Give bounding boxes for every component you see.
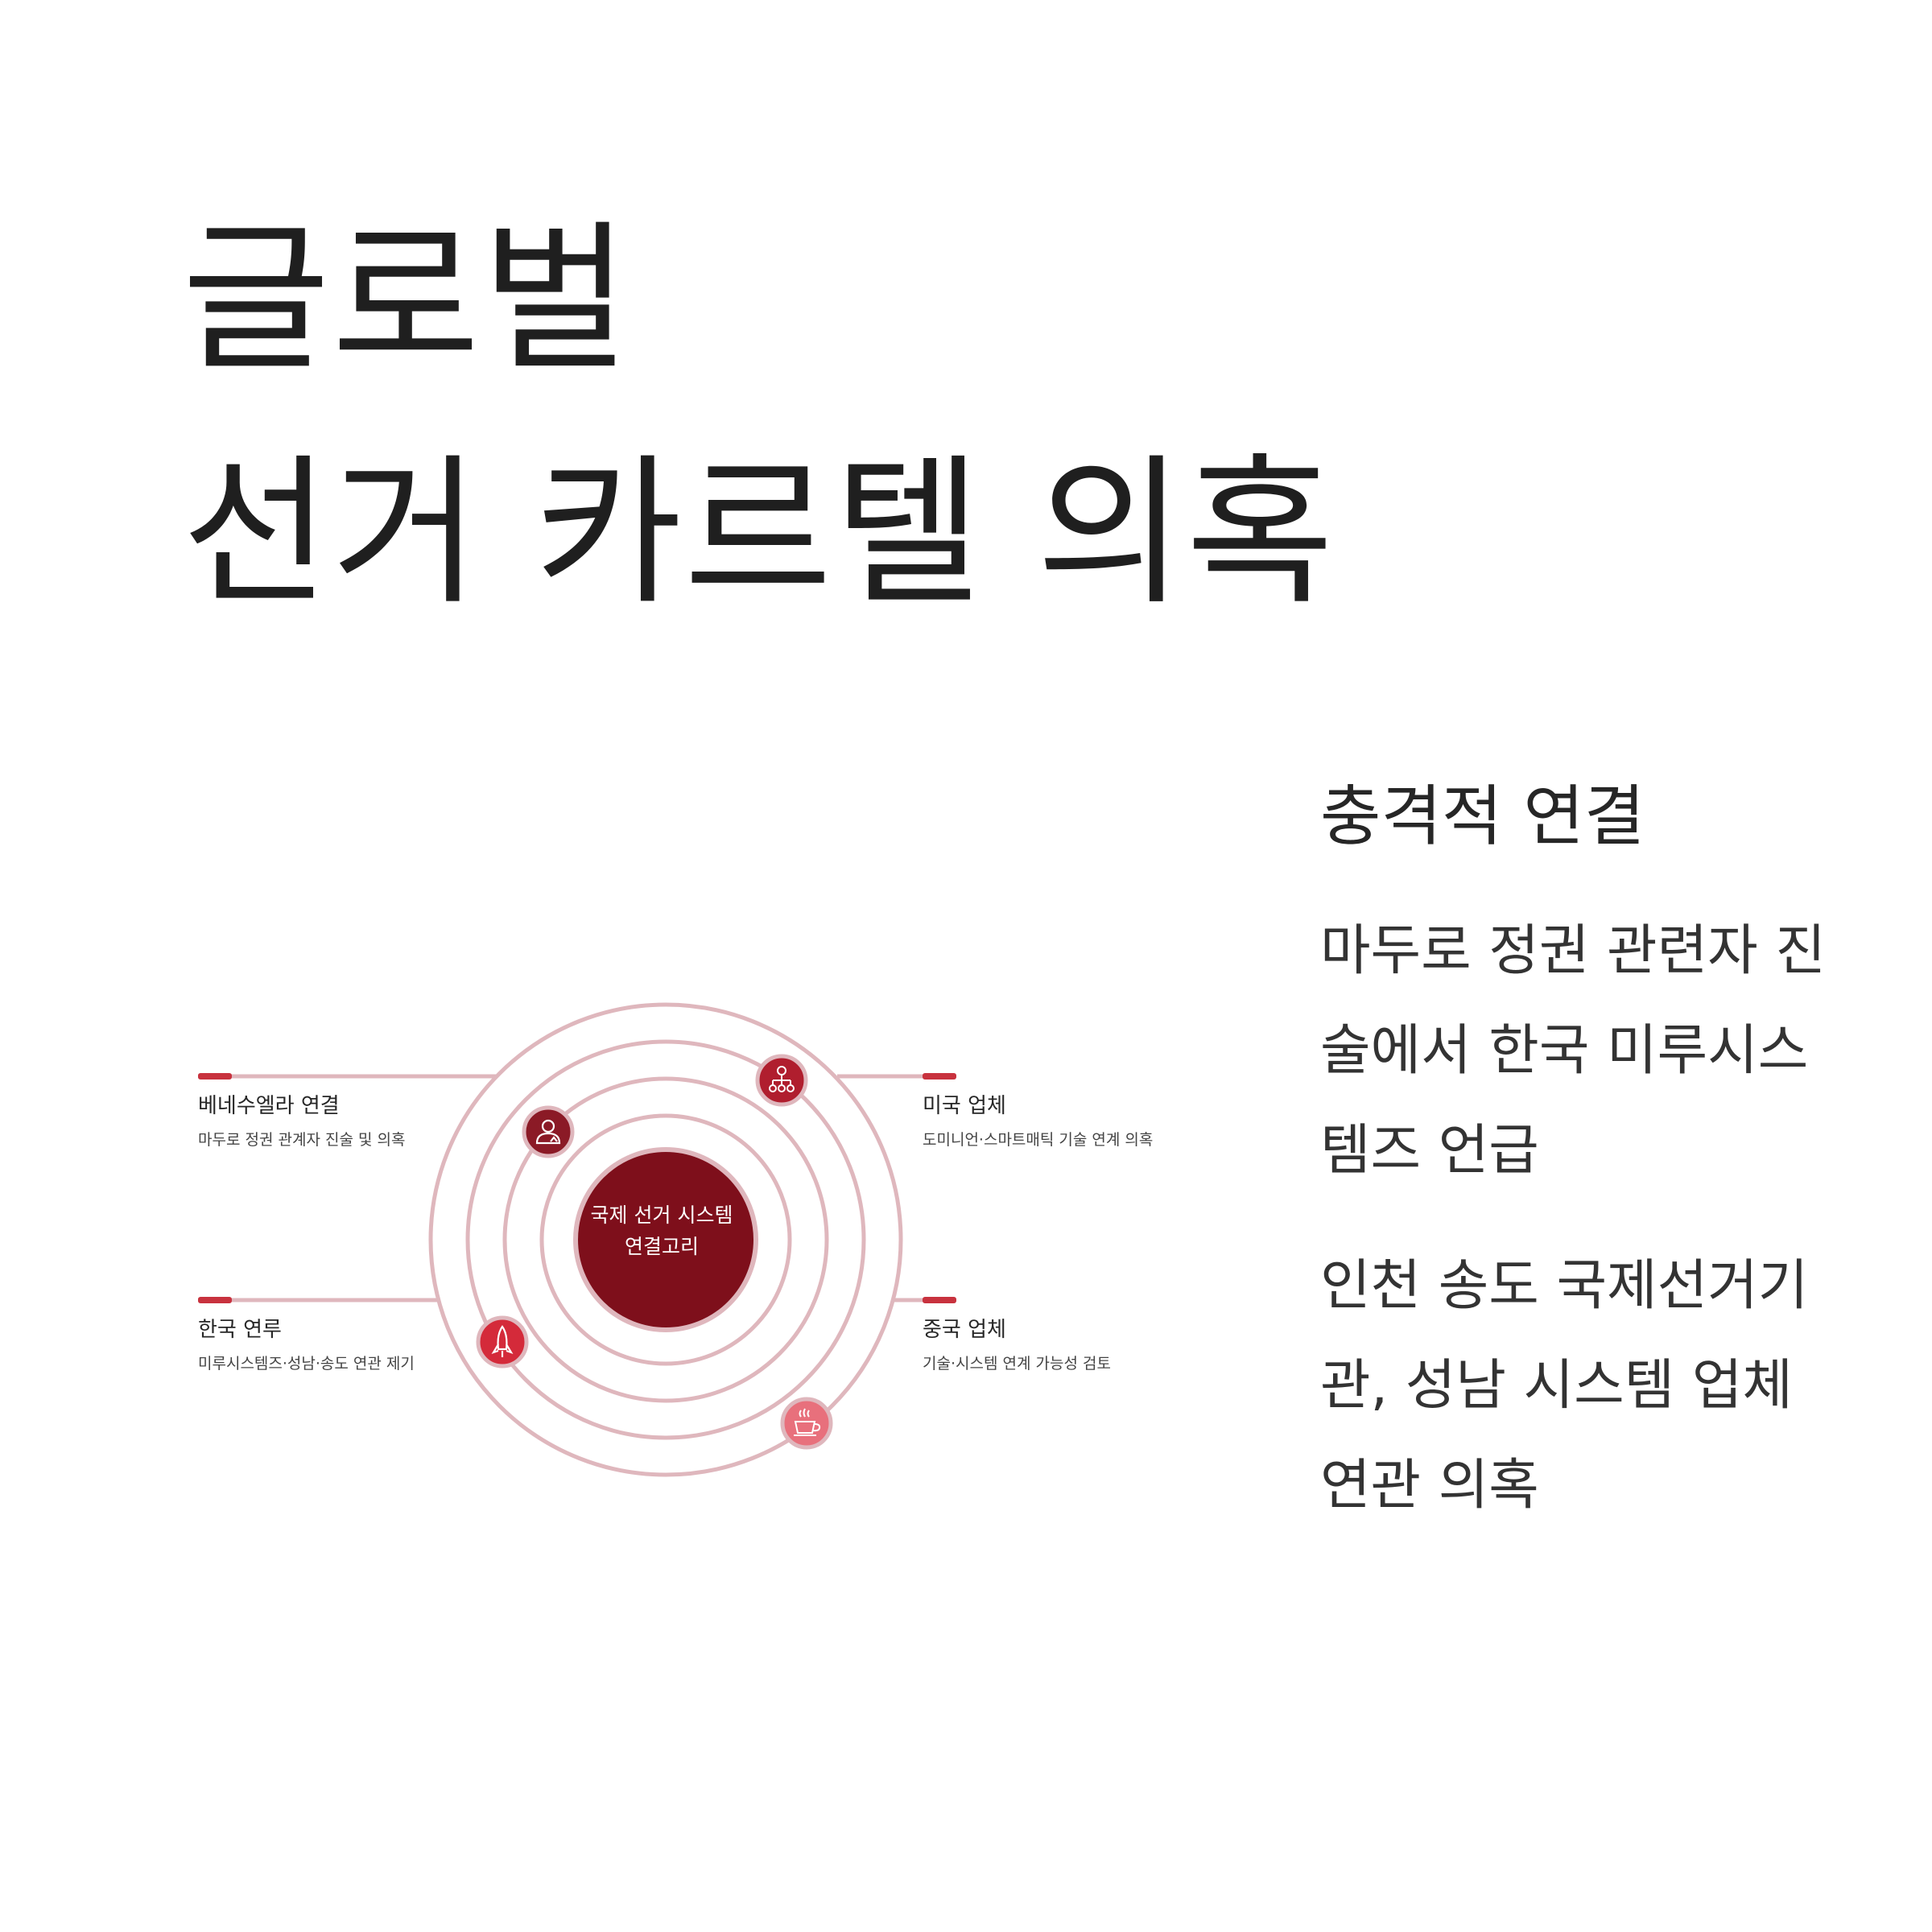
node-venezuela [522,1105,575,1158]
node-korea [476,1315,529,1368]
coffee-cup-icon [794,1408,821,1436]
ring-2 [502,1076,829,1403]
label-heading: 베네수엘라 연결 [198,1094,340,1118]
side-panel: 충격적 연결 마두로 정권 관련자 진술에서 한국 미루시스템즈 언급 인천 송… [1320,773,1835,1571]
label-heading: 한국 연루 [198,1318,282,1342]
ring-3 [465,1039,866,1440]
side-paragraph-2: 인천 송도 국제선거기관, 성남 시스템 업체 연관 의혹 [1320,1254,1809,1517]
network-icon [769,1066,795,1092]
center-circle [573,1147,758,1332]
title-line-2: 선거 카르텔 의혹 [182,440,1336,627]
label-description: 마두로 정권 관계자 진술 및 의혹 [198,1131,406,1149]
label-china: 중국 업체 기술·시스템 연계 가능성 검토 [923,1297,1164,1374]
label-heading: 중국 업체 [923,1318,1006,1342]
ring-inner [539,1113,792,1366]
side-paragraph-1: 마두로 정권 관련자 진술에서 한국 미루시스템즈 언급 [1320,919,1826,1183]
page-title: 글로벌 선거 카르텔 의혹 [182,184,1335,650]
accent-bar [923,1073,956,1080]
accent-bar [198,1297,232,1303]
ring-outer [428,1002,903,1477]
accent-bar [923,1297,956,1303]
accent-bar [198,1073,232,1080]
label-heading: 미국 업체 [923,1094,1006,1118]
rocket-icon [491,1325,514,1357]
title-line-1: 글로벌 [182,206,632,394]
label-korea: 한국 연루 미루시스템즈·성남·송도 연관 제기 [198,1297,440,1374]
label-description: 기술·시스템 연계 가능성 검토 [923,1355,1111,1373]
center-label: 국제 선거 시스템 연결고리 [590,1203,733,1258]
node-usa [755,1054,808,1107]
label-usa: 미국 업체 도미니언·스마트매틱 기술 연계 의혹 [923,1073,1164,1150]
side-heading: 충격적 연결 [1320,778,1645,855]
node-china [780,1397,833,1450]
label-description: 도미니언·스마트매틱 기술 연계 의혹 [923,1131,1154,1149]
person-icon [535,1119,561,1145]
label-description: 미루시스템즈·성남·송도 연관 제기 [198,1355,415,1373]
label-venezuela: 베네수엘라 연결 마두로 정권 관계자 진술 및 의혹 [198,1073,440,1150]
